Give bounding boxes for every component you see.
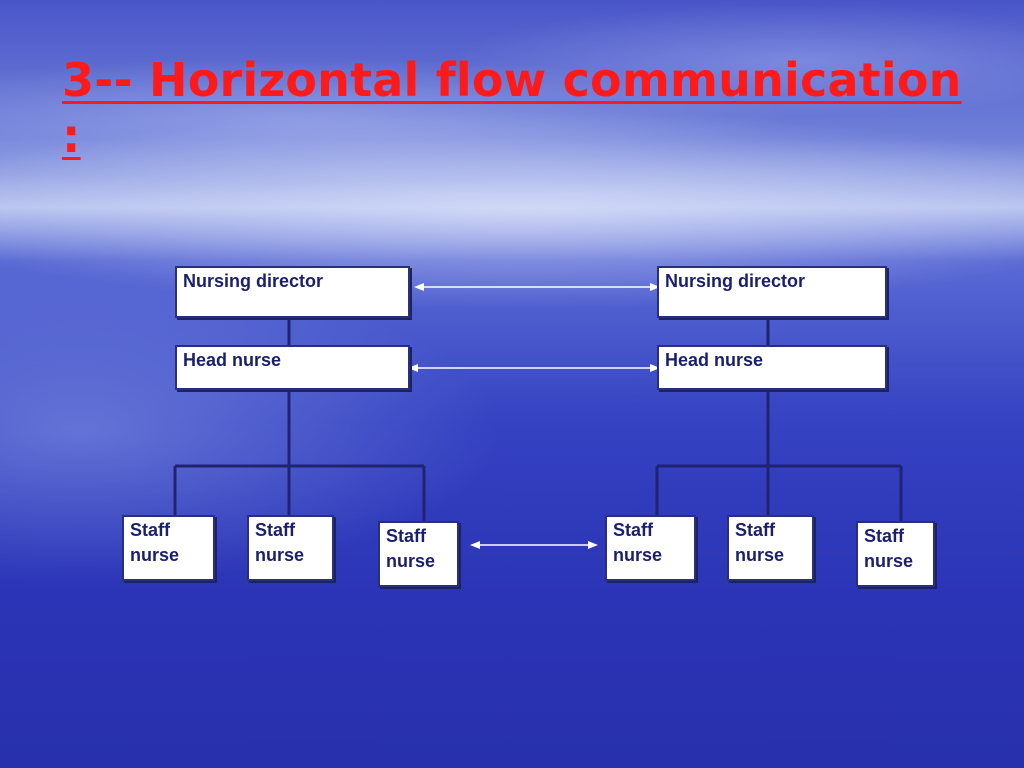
staff-level-arrow <box>470 541 598 549</box>
staff-label-line1: Staff <box>386 526 426 546</box>
left-staff-nurse-box-2: Staff nurse <box>247 515 334 581</box>
horizontal-arrows <box>408 283 660 549</box>
right-staff-nurse-box-2: Staff nurse <box>727 515 814 581</box>
left-director-label: Nursing director <box>183 271 324 291</box>
hierarchy-connectors <box>173 316 903 522</box>
staff-label-line1: Staff <box>613 520 653 540</box>
staff-label-line2: nurse <box>613 545 663 565</box>
right-director-box: Nursing director <box>657 266 887 318</box>
staff-label-line2: nurse <box>386 551 436 571</box>
left-director-box: Nursing director <box>175 266 410 318</box>
left-staff-nurse-box-3: Staff nurse <box>378 521 459 587</box>
staff-label-line1: Staff <box>130 520 170 540</box>
right-staff-nurse-box-3: Staff nurse <box>856 521 935 587</box>
right-staff-nurse-box-1: Staff nurse <box>605 515 696 581</box>
right-director-label: Nursing director <box>665 271 806 291</box>
staff-label-line2: nurse <box>735 545 785 565</box>
staff-label-line1: Staff <box>255 520 295 540</box>
staff-label-line1: Staff <box>864 526 904 546</box>
staff-label-line1: Staff <box>735 520 775 540</box>
staff-label-line2: nurse <box>130 545 180 565</box>
left-staff-nurse-box-1: Staff nurse <box>122 515 215 581</box>
staff-label-line2: nurse <box>255 545 305 565</box>
left-head-nurse-label: Head nurse <box>183 350 282 370</box>
director-level-arrow <box>414 283 660 291</box>
staff-label-line2: nurse <box>864 551 914 571</box>
left-head-nurse-box: Head nurse <box>175 345 410 390</box>
right-head-nurse-box: Head nurse <box>657 345 887 390</box>
right-head-nurse-label: Head nurse <box>665 350 764 370</box>
head-level-arrow <box>408 364 660 372</box>
slide-title: 3-- Horizontal flow communication : <box>62 53 962 163</box>
